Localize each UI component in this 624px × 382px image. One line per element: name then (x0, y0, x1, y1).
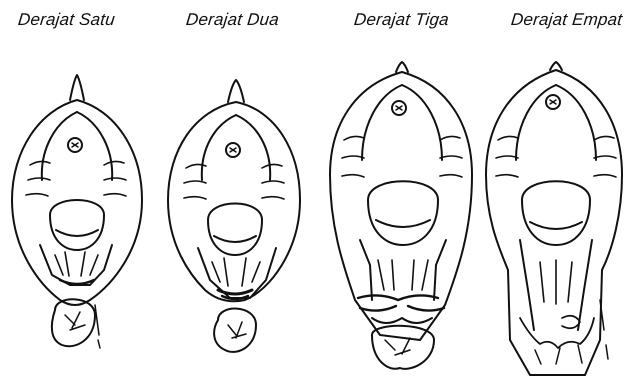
illustration-degree-three (330, 62, 472, 369)
illustration-degree-four (486, 62, 622, 375)
illustration-degree-two (168, 80, 300, 352)
illustration-degree-one (12, 75, 142, 348)
